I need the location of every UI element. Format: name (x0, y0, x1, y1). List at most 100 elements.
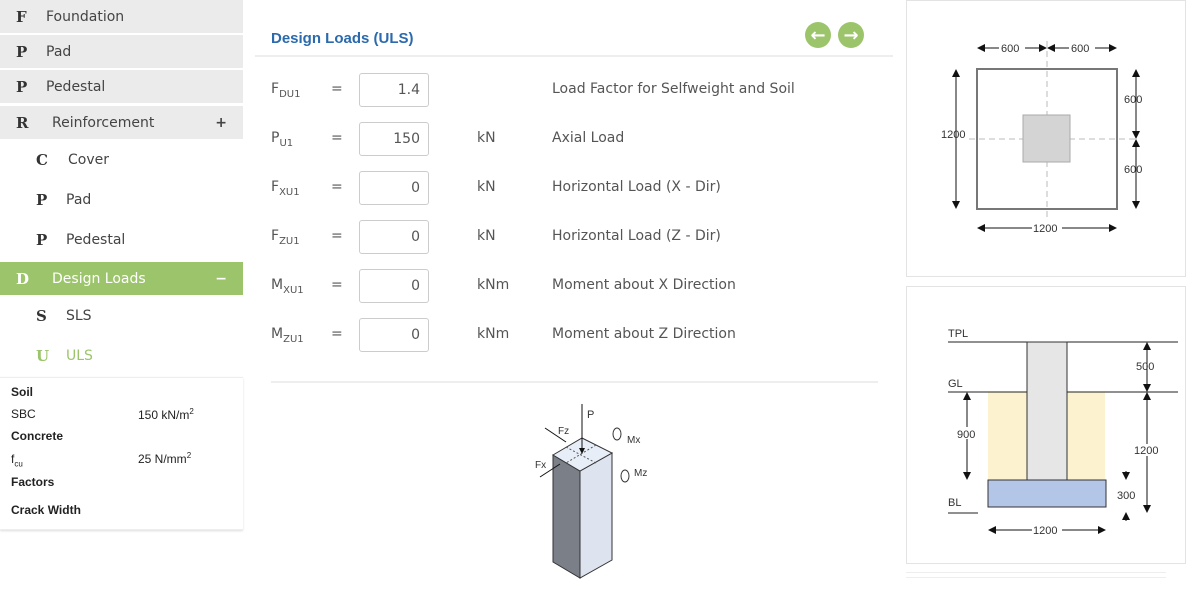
nav-label: ULS (66, 347, 93, 364)
description-label: Moment about X Direction (552, 277, 736, 293)
description-label: Moment about Z Direction (552, 326, 736, 342)
column-top-face (552, 437, 614, 472)
nav-design-loads[interactable]: D Design Loads − (0, 262, 243, 295)
divider (255, 55, 893, 57)
nav-letter: F (16, 7, 27, 26)
scroll-hint (906, 572, 1166, 578)
section-view-panel: TPL GL BL 900 500 1200 300 1200 (906, 286, 1186, 564)
fz-arrow (544, 427, 567, 443)
arrow-left-icon: ← (810, 24, 826, 46)
soil-heading: Soil (11, 385, 34, 399)
nav-reinf-pedestal[interactable]: P Pedestal (0, 223, 243, 256)
nav-pad[interactable]: P Pad (0, 35, 243, 68)
load-symbol: MXU1 (271, 277, 304, 296)
nav-label: Design Loads (52, 270, 146, 287)
mz-arrow (620, 469, 630, 483)
nav-letter: C (36, 150, 48, 169)
load-row: MXU1 = 0 kNm Moment about X Direction (271, 269, 871, 303)
dim-1200-horizontal: 1200 (1033, 525, 1057, 537)
load-input[interactable]: 0 (359, 269, 429, 303)
nav-cover[interactable]: C Cover (0, 143, 243, 176)
unit-label: kNm (477, 326, 510, 342)
plan-view-panel: 600 600 1200 600 600 1200 (906, 0, 1186, 277)
load-input[interactable]: 1.4 (359, 73, 429, 107)
description-label: Horizontal Load (X - Dir) (552, 179, 721, 195)
mx-arrow (612, 427, 622, 441)
load-row: MZU1 = 0 kNm Moment about Z Direction (271, 318, 871, 352)
mx-label: Mx (627, 435, 640, 446)
concrete-heading: Concrete (11, 429, 64, 443)
load-symbol: FDU1 (271, 81, 301, 100)
section-view-drawing: TPL GL BL 900 500 1200 300 1200 (948, 328, 1178, 537)
unit-label: kNm (477, 277, 510, 293)
nav-reinf-pad[interactable]: P Pad (0, 183, 243, 216)
load-input[interactable]: 150 (359, 122, 429, 156)
nav-label: Pedestal (66, 231, 126, 248)
tpl-label: TPL (948, 328, 968, 340)
equals-sign: = (331, 228, 343, 244)
dim-top-left: 600 (1001, 43, 1019, 55)
load-symbol: FZU1 (271, 228, 300, 247)
nav-label: Pedestal (46, 78, 106, 95)
pedestal-plan (1022, 114, 1071, 163)
unit-label: kN (477, 228, 496, 244)
load-row: FDU1 = 1.4 Load Factor for Selfweight an… (271, 73, 871, 107)
factors-heading: Factors (11, 475, 55, 489)
description-label: Load Factor for Selfweight and Soil (552, 81, 795, 97)
nav-label: SLS (66, 307, 92, 324)
description-label: Horizontal Load (Z - Dir) (552, 228, 721, 244)
nav-letter: R (16, 113, 29, 132)
plan-view-drawing: 600 600 1200 600 600 1200 (941, 41, 1142, 235)
mz-label: Mz (634, 468, 647, 479)
nav-label: Cover (68, 151, 109, 168)
prev-button[interactable]: ← (805, 22, 831, 48)
load-input[interactable]: 0 (359, 318, 429, 352)
column-load-diagram: P Fz Fx Mx Mz (535, 404, 647, 579)
nav-letter: P (36, 190, 48, 209)
load-row: PU1 = 150 kN Axial Load (271, 122, 871, 156)
nav-letter: P (16, 42, 28, 61)
bl-label: BL (948, 497, 961, 509)
column-right-face (579, 452, 613, 579)
dim-500: 500 (1136, 361, 1154, 373)
nav-label: Pad (46, 43, 72, 60)
nav-letter: P (36, 230, 48, 249)
next-button[interactable]: → (838, 22, 864, 48)
nav-letter: P (16, 77, 28, 96)
equals-sign: = (331, 326, 343, 342)
sbc-label: SBC (11, 407, 36, 421)
collapse-icon[interactable]: − (215, 270, 227, 287)
dim-bottom: 1200 (1033, 223, 1057, 235)
nav-foundation[interactable]: F Foundation (0, 0, 243, 33)
nav-letter: S (36, 306, 47, 325)
fcu-label: fcu (11, 452, 23, 469)
dim-right-top: 600 (1124, 94, 1142, 106)
load-symbol: MZU1 (271, 326, 304, 345)
load-row: FXU1 = 0 kN Horizontal Load (X - Dir) (271, 171, 871, 205)
equals-sign: = (331, 179, 343, 195)
soil-right (1067, 392, 1105, 480)
nav-label: Foundation (46, 8, 125, 25)
fx-arrow (539, 463, 561, 478)
unit-label: kN (477, 130, 496, 146)
crack-width-heading: Crack Width (11, 503, 81, 517)
dim-top-right: 600 (1071, 43, 1089, 55)
load-input[interactable]: 0 (359, 171, 429, 205)
soil-left (988, 392, 1027, 480)
nav-sls[interactable]: S SLS (0, 299, 243, 332)
unit-label: kN (477, 179, 496, 195)
divider (271, 381, 878, 383)
load-row: FZU1 = 0 kN Horizontal Load (Z - Dir) (271, 220, 871, 254)
nav-label: Pad (66, 191, 92, 208)
nav-pedestal[interactable]: P Pedestal (0, 70, 243, 103)
equals-sign: = (331, 130, 343, 146)
load-input[interactable]: 0 (359, 220, 429, 254)
expand-icon[interactable]: + (215, 114, 227, 131)
nav-letter: D (16, 269, 30, 288)
arrow-right-icon: → (843, 24, 859, 46)
dim-left: 1200 (941, 129, 965, 141)
sbc-value: 150 kN/m2 (138, 407, 194, 422)
equals-sign: = (331, 81, 343, 97)
